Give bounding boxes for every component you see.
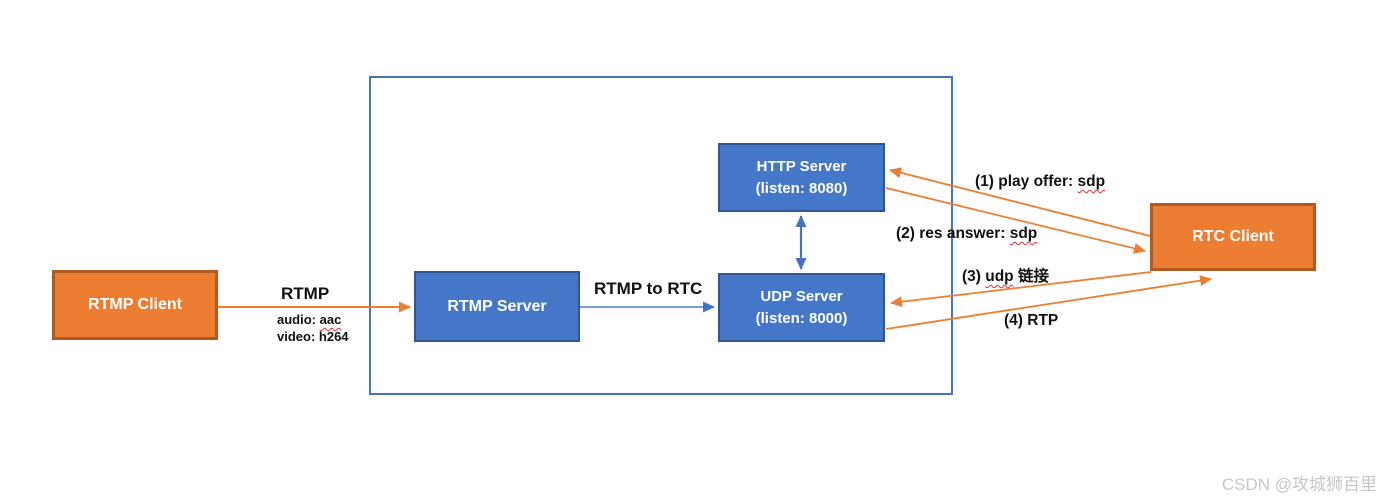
- udp-link-term: udp: [985, 268, 1014, 285]
- audio-prefix: audio:: [277, 312, 320, 327]
- server-boundary-box: [369, 76, 953, 395]
- arrow-rtp: [885, 275, 1212, 330]
- rtmp-client-box: RTMP Client: [52, 270, 218, 340]
- edge-label-rtp: (4) RTP: [1004, 312, 1059, 329]
- edge-label-rtmp: RTMP: [281, 284, 330, 303]
- rtc-client-box: RTC Client: [1150, 203, 1316, 271]
- edge-label-play-offer: (1) play offer: sdp: [975, 173, 1105, 191]
- play-offer-term: sdp: [1077, 173, 1106, 190]
- edge-label-rtmp-audio: audio: aac: [277, 312, 341, 327]
- udp-server-label: UDP Server: [760, 287, 843, 305]
- res-answer-term: sdp: [1009, 225, 1038, 242]
- edge-label-res-answer: (2) res answer: sdp: [896, 225, 1037, 243]
- http-server-box: HTTP Server (listen: 8080): [718, 143, 885, 212]
- play-offer-prefix: (1) play offer:: [975, 173, 1078, 190]
- rtc-client-label: RTC Client: [1192, 228, 1274, 245]
- arrow-res-answer: [885, 187, 1146, 254]
- edge-label-rtmp-to-rtc: RTMP to RTC: [594, 279, 703, 298]
- edge-label-udp-link: (3) udp 链接: [962, 264, 1049, 286]
- udp-link-prefix: (3): [962, 268, 986, 285]
- udp-link-suffix: 链接: [1013, 268, 1049, 285]
- edge-label-rtmp-video: video: h264: [277, 329, 349, 344]
- http-server-label: HTTP Server: [756, 157, 847, 175]
- udp-server-box: UDP Server (listen: 8000): [718, 273, 885, 342]
- arrow-play-offer: [889, 167, 1151, 237]
- arrow-udp-link: [890, 271, 1152, 308]
- rtmp-server-box: RTMP Server: [414, 271, 580, 342]
- udp-server-port-label: (listen: 8000): [755, 309, 848, 327]
- csdn-watermark: CSDN @攻城狮百里: [1221, 475, 1377, 494]
- rtmp-client-label: RTMP Client: [88, 296, 182, 313]
- http-server-port-label: (listen: 8080): [755, 179, 848, 197]
- res-answer-prefix: (2) res answer:: [896, 225, 1010, 242]
- audio-codec: aac: [319, 312, 342, 327]
- rtmp-server-label: RTMP Server: [447, 297, 547, 315]
